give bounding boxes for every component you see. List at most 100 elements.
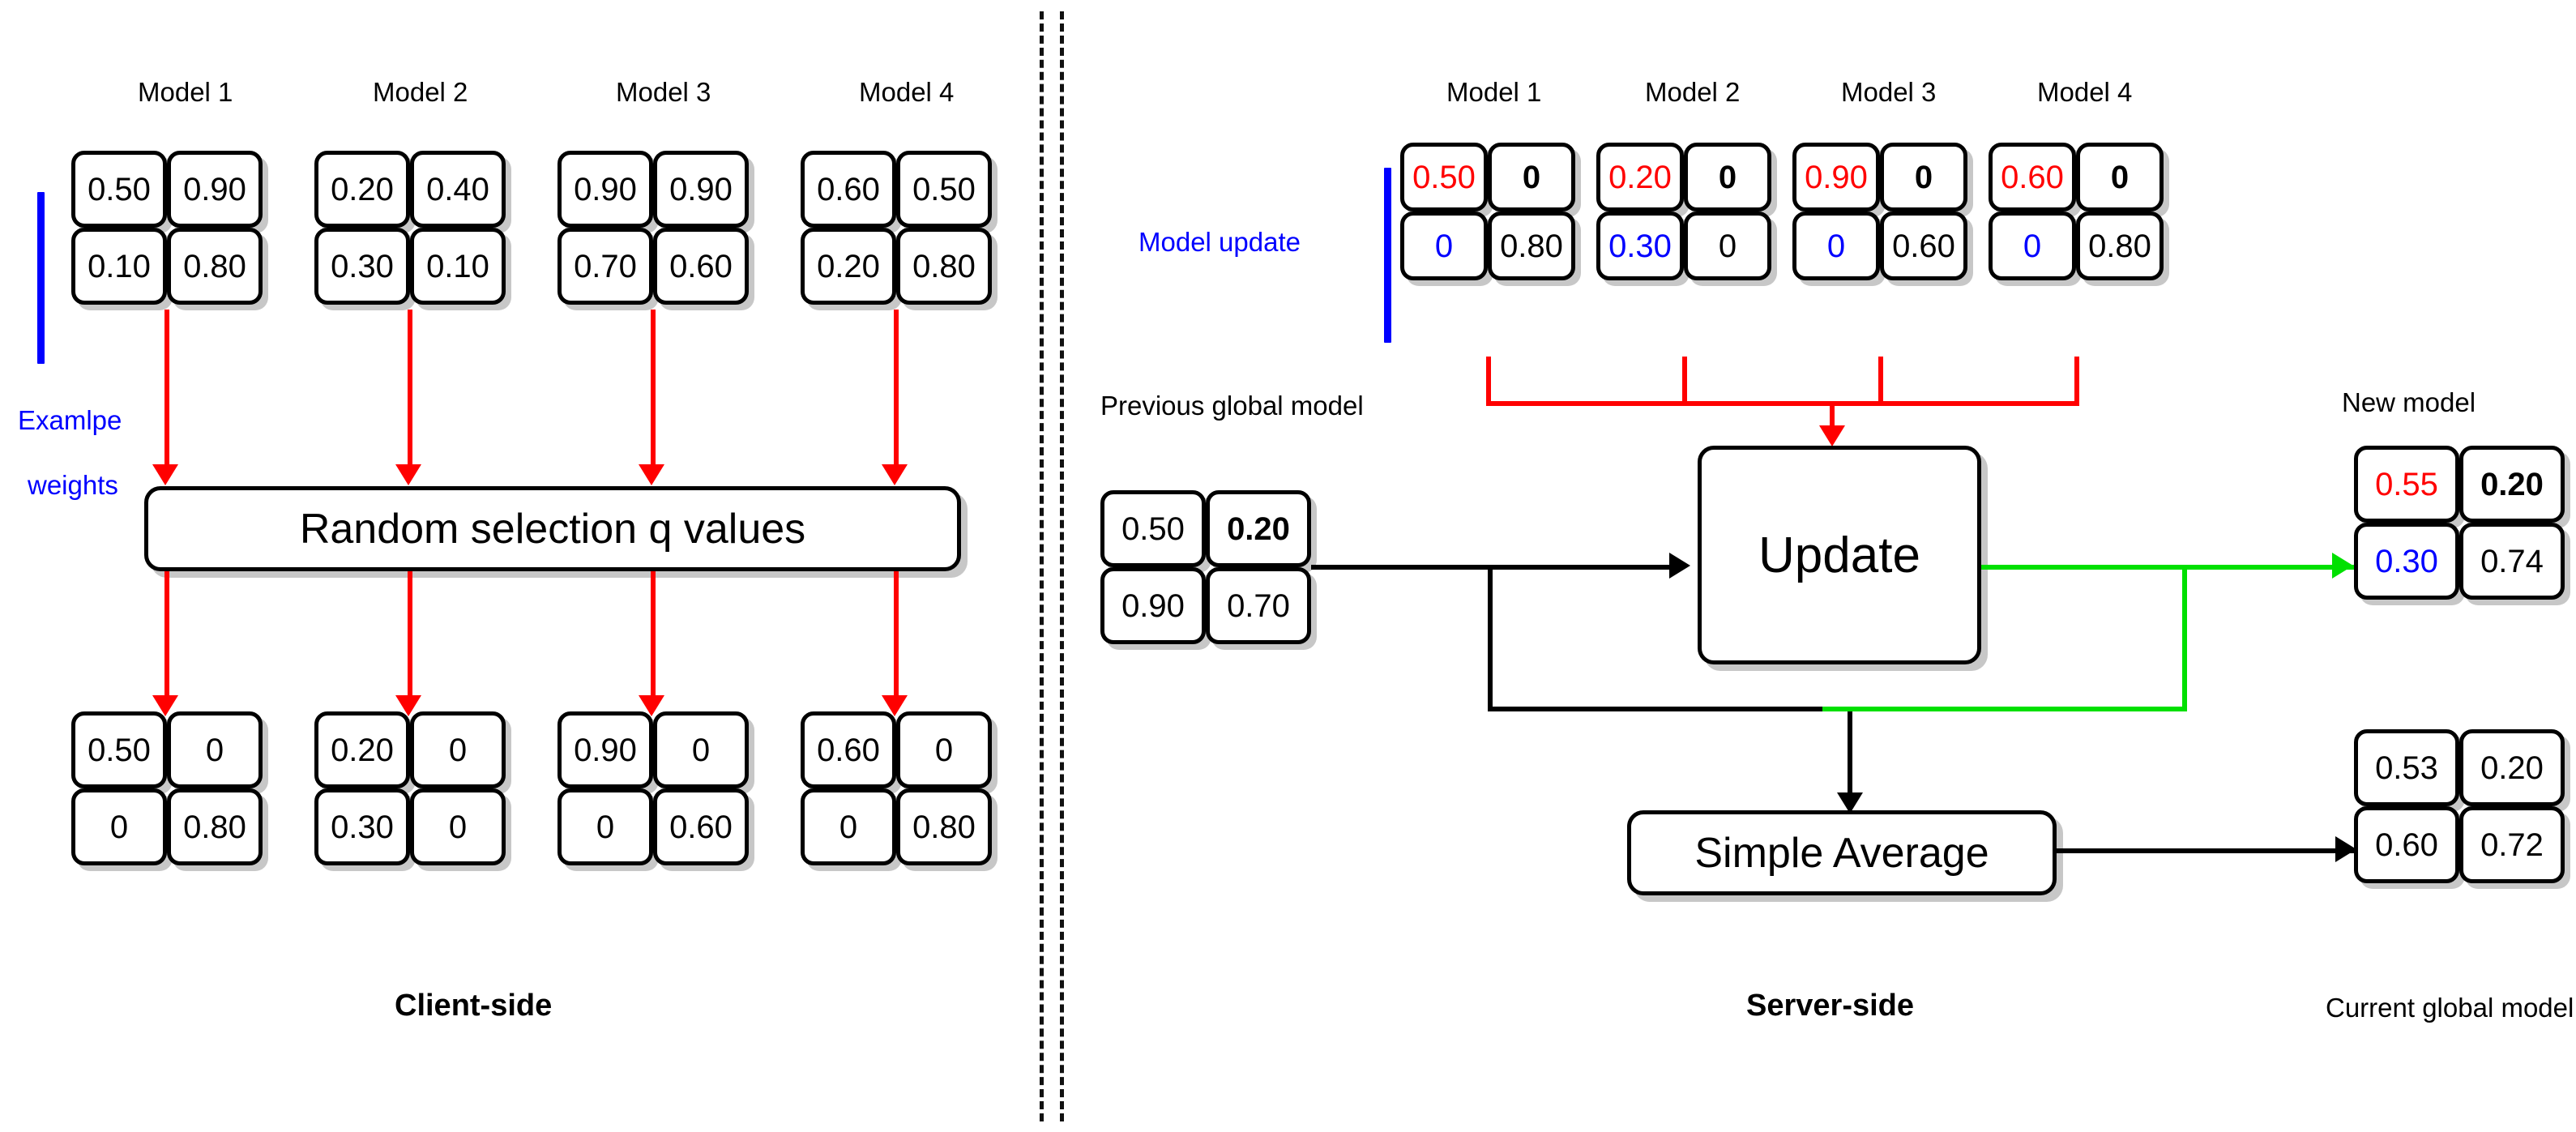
model-update-bracket [1384, 168, 1391, 343]
connector-line [1981, 565, 2354, 570]
matrix-cell: 0.50 [1400, 143, 1488, 211]
model-update-label: Model update [1138, 227, 1301, 257]
matrix-cell: 0.90 [1792, 143, 1880, 211]
connector-line [651, 310, 656, 472]
matrix-cell: 0 [557, 788, 653, 865]
matrix-cell: 0 [2076, 143, 2164, 211]
arrow-head-down [1819, 425, 1845, 446]
matrix-cell: 0.60 [1880, 211, 1967, 280]
matrix-cell: 0 [801, 788, 896, 865]
connector-line [408, 571, 412, 701]
matrix-cell: 0.90 [557, 151, 653, 228]
left-model-header-1: Model 1 [138, 77, 233, 107]
connector-line [1848, 707, 1852, 797]
matrix-cell: 0 [167, 711, 263, 788]
left-model-header-2: Model 2 [373, 77, 468, 107]
update-box-label: Update [1758, 527, 1920, 583]
right-model-header-3: Model 3 [1841, 77, 1937, 107]
matrix-cell: 0.20 [1596, 143, 1684, 211]
matrix-cell: 0.60 [653, 788, 749, 865]
matrix-cell: 0.50 [71, 711, 167, 788]
matrix-cell: 0 [1989, 211, 2076, 280]
matrix-cell: 0.10 [71, 228, 167, 305]
matrix-cell: 0 [653, 711, 749, 788]
arrow-head-down [1837, 792, 1863, 814]
matrix-cell: 0 [1400, 211, 1488, 280]
matrix-cell: 0.70 [557, 228, 653, 305]
connector-line [1682, 357, 1687, 405]
matrix-cell: 0 [1488, 143, 1575, 211]
new-model-label: New model [2342, 387, 2476, 417]
matrix-cell: 0 [71, 788, 167, 865]
example-weights-label-line2: weights [28, 470, 118, 500]
arrow-head-right [1669, 553, 1690, 579]
matrix-cell: 0.74 [2459, 523, 2565, 600]
right-model-header-1: Model 1 [1446, 77, 1542, 107]
matrix-cell: 0.70 [1206, 567, 1311, 644]
matrix-cell: 0.90 [1100, 567, 1206, 644]
client-side-label: Client-side [395, 989, 553, 1023]
connector-line [164, 310, 169, 472]
matrix-cell: 0.10 [410, 228, 506, 305]
matrix-cell: 0 [1684, 211, 1771, 280]
matrix-cell: 0.80 [167, 228, 263, 305]
right-model-header-2: Model 2 [1645, 77, 1741, 107]
matrix-cell: 0.30 [2354, 523, 2459, 600]
matrix-cell: 0.72 [2459, 806, 2565, 883]
matrix-cell: 0.60 [2354, 806, 2459, 883]
matrix-cell: 0.80 [1488, 211, 1575, 280]
connector-line [2074, 357, 2079, 405]
arrow-head-down [882, 464, 908, 485]
matrix-cell: 0.60 [1989, 143, 2076, 211]
left-model-header-3: Model 3 [616, 77, 711, 107]
arrow-head-right [2332, 553, 2353, 579]
connector-line [1311, 565, 1676, 570]
connector-line [408, 310, 412, 472]
connector-line [2057, 848, 2358, 853]
random-selection-box[interactable]: Random selection q values [144, 486, 961, 571]
connector-line [1830, 401, 1835, 429]
matrix-cell: 0 [896, 711, 992, 788]
simple-average-label: Simple Average [1694, 829, 1989, 877]
matrix-cell: 0.20 [2459, 729, 2565, 806]
matrix-cell: 0.90 [557, 711, 653, 788]
random-selection-label: Random selection q values [299, 505, 806, 553]
matrix-cell: 0.80 [896, 788, 992, 865]
matrix-cell: 0.80 [896, 228, 992, 305]
example-weights-bracket [37, 192, 45, 364]
matrix-cell: 0 [1880, 143, 1967, 211]
connector-line [2182, 565, 2187, 711]
matrix-cell: 0 [410, 788, 506, 865]
left-model-header-4: Model 4 [859, 77, 955, 107]
arrow-head-right [2335, 836, 2356, 862]
update-box[interactable]: Update [1698, 446, 1981, 664]
matrix-cell: 0.60 [653, 228, 749, 305]
matrix-cell: 0.60 [801, 711, 896, 788]
matrix-cell: 0.30 [314, 228, 410, 305]
matrix-cell: 0.50 [896, 151, 992, 228]
panel-divider-left [1040, 11, 1044, 1121]
connector-line [164, 571, 169, 701]
connector-line [1486, 401, 2079, 406]
connector-line [894, 310, 899, 472]
matrix-cell: 0.80 [2076, 211, 2164, 280]
matrix-cell: 0.30 [1596, 211, 1684, 280]
matrix-cell: 0.20 [314, 711, 410, 788]
matrix-cell: 0.50 [71, 151, 167, 228]
matrix-cell: 0.90 [167, 151, 263, 228]
matrix-cell: 0.60 [801, 151, 896, 228]
matrix-cell: 0.40 [410, 151, 506, 228]
matrix-cell: 0.50 [1100, 490, 1206, 567]
matrix-cell: 0.55 [2354, 446, 2459, 523]
right-model-header-4: Model 4 [2037, 77, 2133, 107]
matrix-cell: 0.90 [653, 151, 749, 228]
arrow-head-down [639, 464, 664, 485]
matrix-cell: 0.53 [2354, 729, 2459, 806]
previous-global-model-label: Previous global model [1100, 391, 1364, 421]
matrix-cell: 0 [1792, 211, 1880, 280]
simple-average-box[interactable]: Simple Average [1627, 810, 2057, 895]
matrix-cell: 0.80 [167, 788, 263, 865]
current-global-model-label: Current global model [2326, 993, 2574, 1023]
connector-line [1822, 707, 2187, 711]
connector-line [651, 571, 656, 701]
